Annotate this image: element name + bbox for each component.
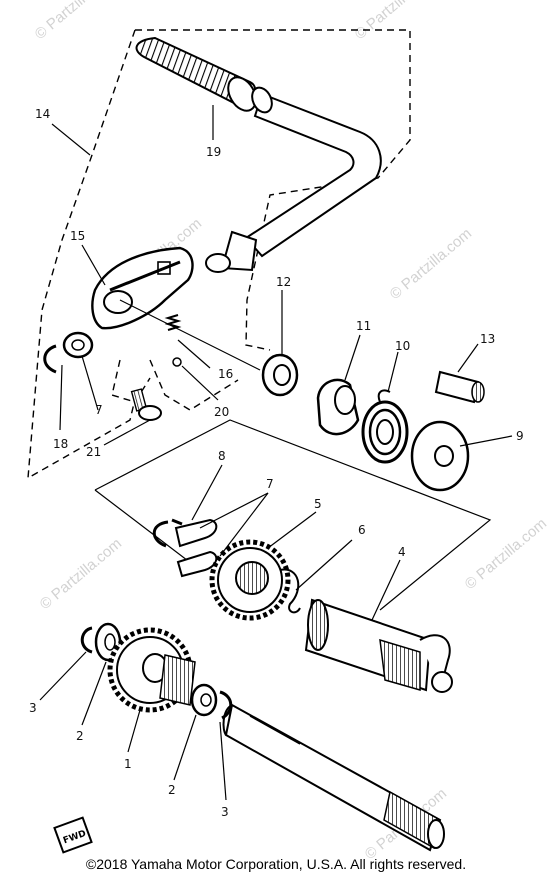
- parts-group-box: [94, 419, 492, 611]
- callout-14: 14: [35, 107, 50, 121]
- watermark-4: © Partzilla.com: [462, 515, 550, 593]
- callout-19: 19: [206, 145, 221, 159]
- callout-1: 1: [124, 757, 132, 771]
- watermark-5: © Partzilla.com: [37, 535, 125, 613]
- circlip-and-washers-middle: [152, 518, 218, 578]
- callout-7-upper: 7: [95, 403, 103, 417]
- callout-7-lower: 7: [266, 477, 274, 491]
- callout-15: 15: [70, 229, 85, 243]
- callout-4: 4: [398, 545, 406, 559]
- callout-8: 8: [218, 449, 226, 463]
- callout-5: 5: [314, 497, 322, 511]
- kick-crank-arm: [205, 86, 382, 273]
- forward-direction-badge: FWD: [53, 816, 93, 854]
- circlip-and-washer-upper: [43, 331, 94, 374]
- kick-axle: [304, 598, 453, 693]
- callout-labels: 3 2 1 2 3 4 5 6 7 7 8 9 10 11 12 13 14 1…: [29, 107, 524, 819]
- callout-20: 20: [214, 405, 229, 419]
- copyright-notice: ©2018 Yamaha Motor Corporation, U.S.A. A…: [85, 856, 467, 872]
- bolt: [130, 388, 162, 421]
- callout-11: 11: [356, 319, 371, 333]
- callout-18: 18: [53, 437, 68, 451]
- kick-pedal-grip: [135, 36, 257, 112]
- oil-seal: [261, 353, 299, 397]
- stopper-pin: [434, 370, 485, 404]
- watermark-1: © Partzilla.com: [32, 0, 120, 43]
- kick-gear: [209, 539, 291, 621]
- callout-12: 12: [276, 275, 291, 289]
- torsion-spring: [361, 389, 409, 464]
- washer-large: [410, 420, 470, 492]
- callout-9: 9: [516, 429, 524, 443]
- idle-gear: [107, 627, 196, 713]
- watermark-2: © Partzilla.com: [352, 0, 440, 43]
- kick-crank-assembly-outline: [27, 29, 411, 480]
- callout-10: 10: [395, 339, 410, 353]
- leader-lines: [39, 105, 513, 801]
- clip: [279, 568, 301, 614]
- kick-idle-shaft: [222, 703, 445, 852]
- callout-16: 16: [218, 367, 233, 381]
- callout-3-left: 3: [29, 701, 37, 715]
- callout-13: 13: [480, 332, 495, 346]
- watermark-3: © Partzilla.com: [387, 225, 475, 303]
- kick-lever-boss: [91, 246, 194, 330]
- callout-6: 6: [358, 523, 366, 537]
- callout-21: 21: [86, 445, 101, 459]
- callout-2-right: 2: [168, 783, 176, 797]
- callout-2-left: 2: [76, 729, 84, 743]
- spring-guide: [316, 378, 360, 436]
- callout-3-right: 3: [221, 805, 229, 819]
